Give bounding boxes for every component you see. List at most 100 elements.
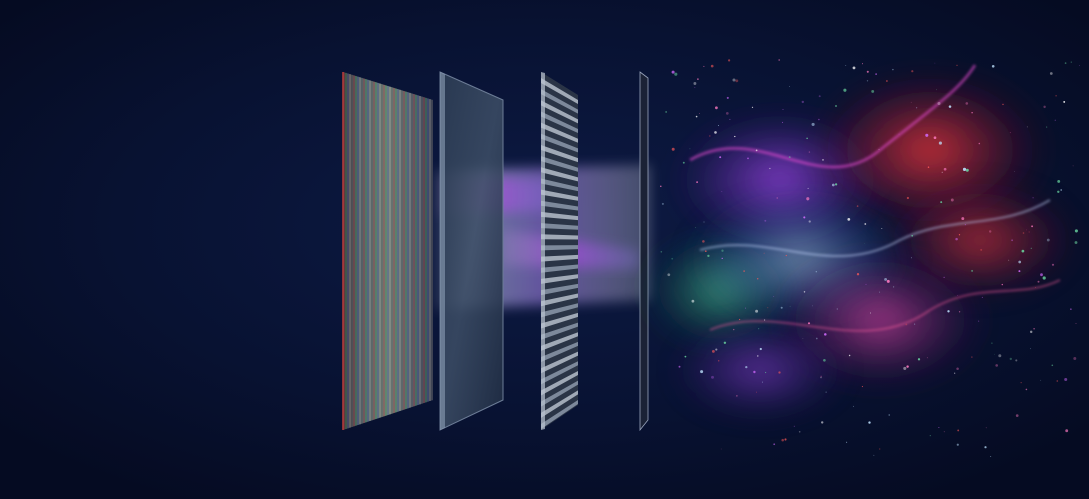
smoke-particle: [723, 341, 727, 345]
panel-slat: [541, 400, 578, 429]
smoke-particle: [991, 65, 995, 68]
smoke-particle: [703, 65, 705, 67]
smoke-particle: [956, 443, 959, 446]
smoke-particle: [1032, 197, 1034, 199]
smoke-particle: [733, 328, 735, 331]
smoke-particle: [699, 113, 700, 114]
smoke-particle: [958, 234, 961, 236]
smoke-particle: [866, 70, 869, 73]
smoke-particle: [697, 78, 699, 80]
smoke-particle: [834, 183, 838, 186]
smoke-particle: [993, 353, 995, 355]
panel-slat: [541, 245, 578, 251]
smoke-particle: [1074, 229, 1078, 233]
smoke-particle: [725, 112, 729, 115]
smoke-particle: [1029, 330, 1033, 334]
smoke-particle: [711, 349, 715, 353]
smoke-particle: [811, 122, 815, 126]
smoke-particle: [971, 112, 973, 114]
smoke-particle: [660, 251, 663, 253]
smoke-particle: [948, 105, 952, 108]
smoke-particle: [696, 181, 698, 183]
smoke-particle: [660, 185, 662, 188]
smoke-particle: [674, 72, 678, 76]
smoke-particle: [1008, 259, 1010, 261]
pixel-stripes: [343, 72, 433, 430]
smoke-particle: [943, 276, 945, 278]
smoke-particle: [864, 243, 865, 244]
smoke-particle: [868, 421, 871, 424]
smoke-particle: [1055, 94, 1057, 97]
smoke-particle: [1021, 249, 1025, 253]
smoke-particle: [803, 291, 806, 293]
smoke-particle: [776, 197, 778, 199]
smoke-particle: [1056, 380, 1059, 382]
smoke-particle: [1072, 165, 1074, 167]
panel-slat: [541, 264, 578, 273]
smoke-particle: [845, 65, 847, 66]
smoke-particle: [781, 438, 784, 442]
smoke-particle: [1011, 239, 1013, 242]
smoke-particle: [870, 312, 871, 314]
smoke-particle: [962, 167, 967, 171]
smoke-particle: [818, 95, 821, 98]
smoke-particle: [806, 197, 810, 201]
smoke-particle: [821, 421, 824, 424]
smoke-particle: [971, 269, 974, 272]
smoke-particle: [873, 454, 875, 456]
smoke-particle: [764, 371, 767, 374]
smoke-particle: [727, 59, 731, 62]
panel-slat: [541, 111, 578, 134]
smoke-particle: [825, 391, 827, 393]
smoke-particle: [958, 311, 961, 313]
smoke-particle: [871, 89, 875, 93]
smoke-particle: [1040, 379, 1042, 381]
smoke-particle: [1015, 359, 1018, 362]
smoke-particle: [1033, 328, 1035, 330]
smoke-particle: [661, 202, 664, 205]
smoke-particle: [671, 257, 674, 260]
color-smoke-cloud: [640, 59, 1080, 457]
panel-slat: [541, 332, 578, 351]
smoke-particle: [881, 228, 883, 230]
smoke-particle: [910, 101, 912, 103]
smoke-particle: [693, 82, 697, 85]
smoke-particle: [1042, 276, 1046, 280]
panel-slat: [541, 370, 578, 396]
panel-slat: [541, 322, 578, 340]
panel-slat: [541, 156, 578, 172]
smoke-particle: [806, 137, 808, 140]
smoke-particle: [1026, 229, 1027, 231]
smoke-particle: [1064, 62, 1067, 64]
smoke-particle: [861, 63, 864, 65]
smoke-particle: [938, 427, 940, 429]
smoke-particle: [747, 157, 749, 160]
smoke-particle: [961, 217, 965, 221]
smoke-particle: [917, 358, 921, 361]
smoke-particle: [780, 306, 783, 309]
smoke-particle: [715, 348, 718, 351]
smoke-particle: [755, 391, 758, 393]
panel-slat: [541, 341, 578, 363]
smoke-particle: [1075, 323, 1077, 324]
smoke-particle: [879, 448, 881, 450]
smoke-particle: [822, 159, 824, 161]
smoke-particle: [755, 309, 759, 313]
smoke-particle: [978, 142, 981, 145]
smoke-particle: [831, 183, 835, 187]
panel-slat: [541, 189, 578, 201]
smoke-particle: [985, 427, 987, 429]
smoke-particle: [898, 133, 900, 135]
smoke-particle: [984, 446, 987, 449]
smoke-particle: [820, 376, 822, 379]
panel-slat: [541, 211, 578, 221]
smoke-particle: [798, 431, 801, 433]
smoke-particle: [1070, 308, 1072, 310]
smoke-particle: [1009, 132, 1011, 134]
smoke-particle: [1035, 286, 1036, 288]
smoke-particle: [914, 323, 916, 325]
smoke-particle: [719, 156, 722, 159]
smoke-particle: [865, 283, 867, 285]
smoke-particle: [726, 96, 729, 99]
smoke-particle: [782, 121, 784, 123]
